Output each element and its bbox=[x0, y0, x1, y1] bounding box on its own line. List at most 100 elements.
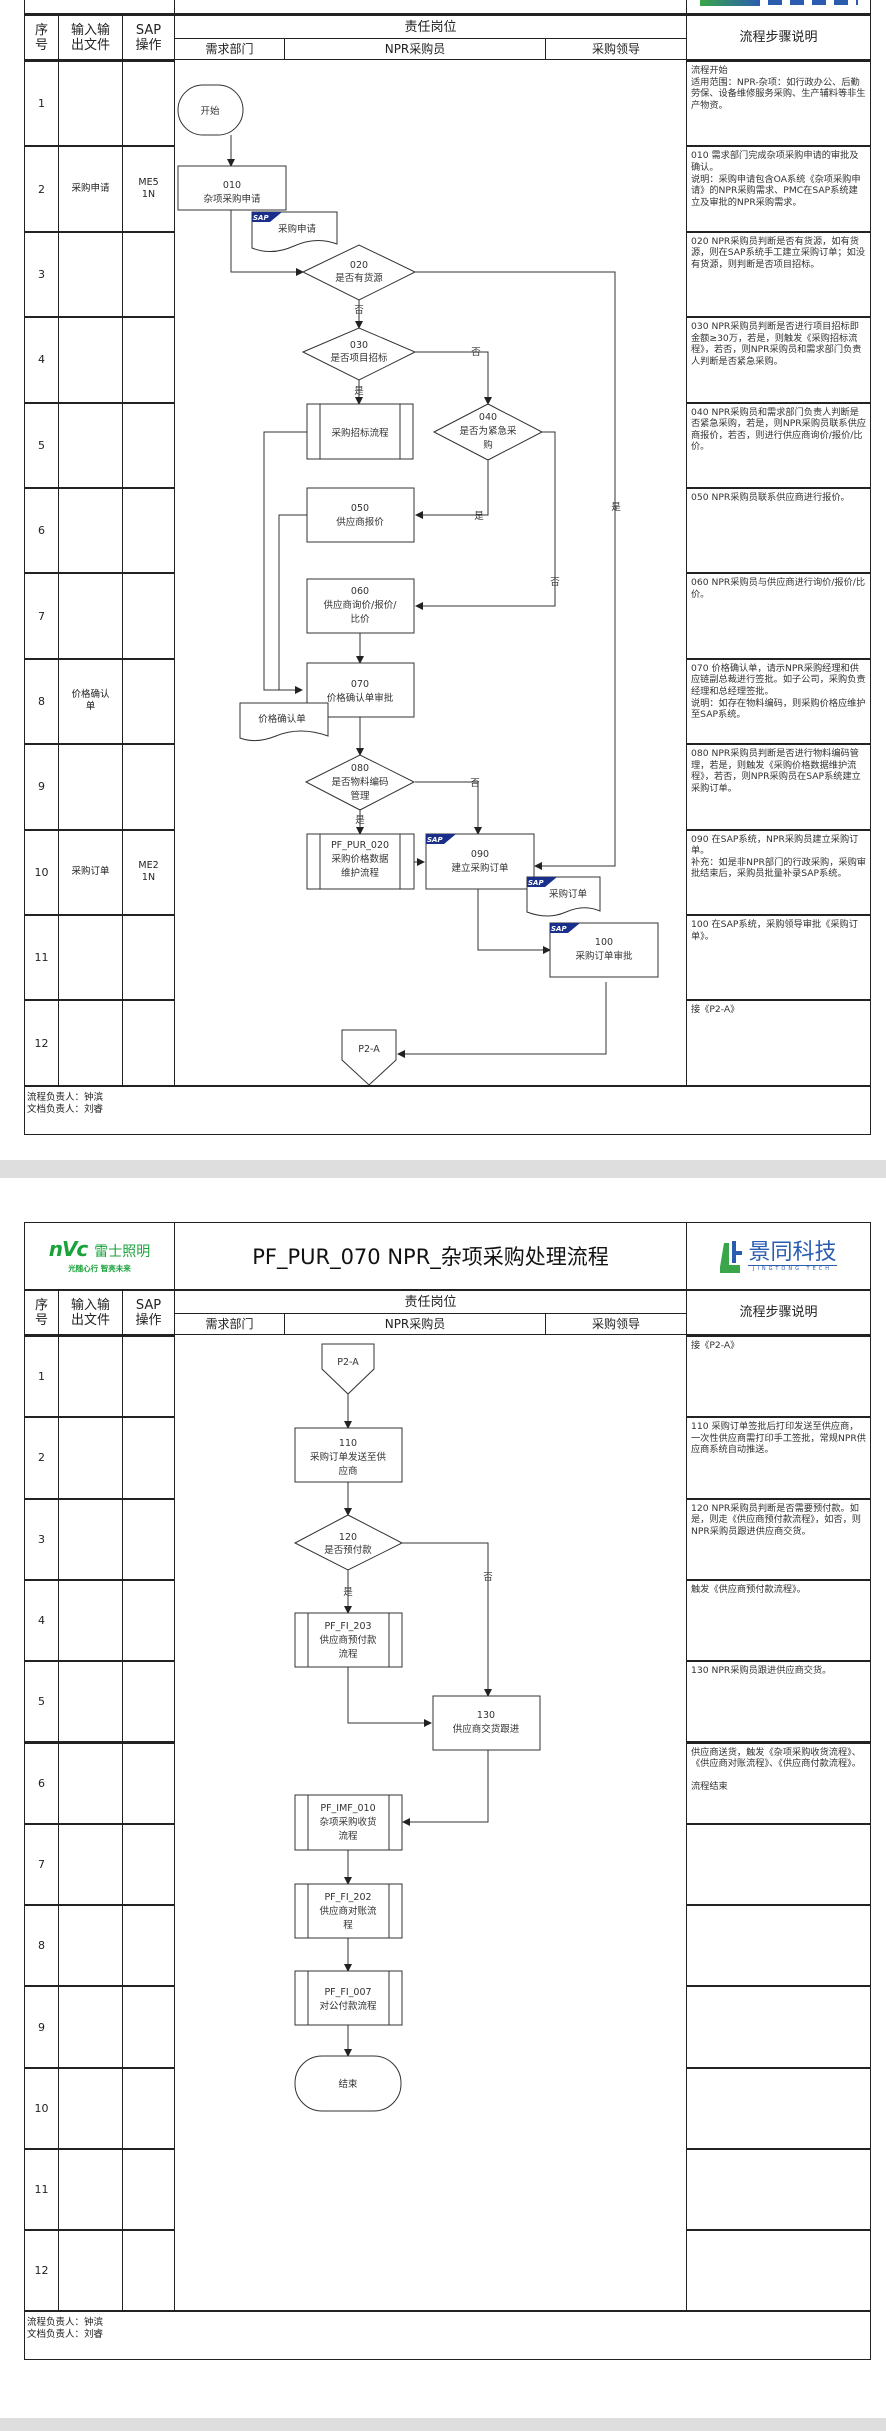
node-end bbox=[294, 2055, 402, 2112]
process-owner: 流程负责人：钟滨 bbox=[27, 1092, 104, 1103]
sap-tag-icon bbox=[252, 212, 282, 222]
svg-text:SAP: SAP bbox=[528, 879, 544, 887]
svg-text:SAP: SAP bbox=[551, 925, 567, 933]
page-separator bbox=[0, 1160, 886, 1178]
node-040 bbox=[432, 403, 544, 461]
header-sap-op: SAP 操作 bbox=[122, 1290, 175, 1335]
node-040-id: 040 bbox=[479, 412, 497, 423]
edge-030-040-no bbox=[415, 351, 492, 405]
node-030 bbox=[301, 327, 417, 381]
node-070-id: 070 bbox=[351, 679, 369, 690]
edge-label-no: 否 bbox=[483, 1572, 493, 1583]
header-io-doc: 输入输 出文件 bbox=[58, 15, 123, 60]
edge-020-090-yes bbox=[415, 271, 616, 870]
node-040-label: 是否为紧急采 bbox=[459, 425, 517, 437]
node-010-id: 010 bbox=[223, 180, 241, 191]
page2-footer: 流程负责人：钟滨 文档负责人：刘睿 bbox=[24, 2310, 871, 2360]
node-060 bbox=[306, 578, 415, 634]
node-fi007-label: 对公付款流程 bbox=[319, 2000, 377, 2012]
edge-label-yes: 是 bbox=[355, 815, 365, 826]
edge-label-yes: 是 bbox=[354, 386, 364, 397]
header-sap-op: SAP 操作 bbox=[122, 15, 175, 60]
node-010-label: 杂项采购申请 bbox=[203, 193, 261, 205]
connector-p2a-label: P2-A bbox=[337, 1357, 359, 1368]
node-050 bbox=[306, 487, 415, 543]
node-fi202-label-2: 程 bbox=[343, 1920, 353, 1931]
node-080-label: 是否物料编码 bbox=[331, 776, 388, 788]
header-seq: 序 号 bbox=[24, 1290, 59, 1335]
document-owner: 文档负责人：刘睿 bbox=[27, 1104, 104, 1115]
node-start-label: 开始 bbox=[200, 105, 220, 117]
node-080-id: 080 bbox=[351, 763, 369, 774]
edge-010-020 bbox=[230, 210, 304, 276]
node-080-label-2: 管理 bbox=[350, 790, 370, 802]
node-020-id: 020 bbox=[350, 260, 368, 271]
flowchart-page-2: P2-A 110 采购订单发送至供 应商 120 是否预付款 PF_FI_203… bbox=[293, 1343, 541, 2112]
svg-text:SAP: SAP bbox=[427, 836, 443, 844]
node-100-label: 采购订单审批 bbox=[575, 950, 633, 962]
header-step-desc: 流程步骤说明 bbox=[686, 1290, 871, 1335]
edge-bid-070 bbox=[263, 431, 307, 694]
jingtong-logo-fragment bbox=[700, 0, 760, 6]
page1-header-divider-left bbox=[174, 0, 175, 15]
edge-040-050-yes bbox=[415, 460, 489, 519]
node-start bbox=[177, 84, 244, 136]
doc-pr-label: 采购申请 bbox=[278, 223, 317, 235]
node-050-label: 供应商报价 bbox=[336, 516, 384, 528]
nvc-logo: nVc 雷士照明 bbox=[48, 1237, 151, 1261]
doc-po-label: 采购订单 bbox=[549, 888, 588, 900]
node-130-label: 供应商交货跟进 bbox=[453, 1723, 520, 1735]
jingtong-logo: 景同科技 JINGTONG TECH bbox=[720, 1239, 837, 1273]
page1-footer: 流程负责人：钟滨 文档负责人：刘睿 bbox=[24, 1085, 871, 1135]
sap-tag-icon bbox=[527, 877, 557, 887]
node-120-id: 120 bbox=[339, 1532, 357, 1543]
node-030-id: 030 bbox=[350, 340, 368, 351]
edge-label-no: 否 bbox=[354, 305, 364, 316]
edge-100-p2a bbox=[397, 982, 607, 1058]
edge-120-130-no bbox=[402, 1542, 492, 1697]
right-logo-cell: 景同科技 JINGTONG TECH bbox=[686, 1222, 871, 1291]
jingtong-mark-icon bbox=[720, 1241, 743, 1273]
node-fi202-id: PF_FI_202 bbox=[324, 1892, 371, 1903]
sap-tags: SAP SAP SAP SAP bbox=[252, 212, 580, 933]
node-sub-fi007 bbox=[294, 1970, 403, 2026]
edge-label-yes: 是 bbox=[474, 511, 484, 522]
node-fi203-label: 供应商预付款 bbox=[319, 1634, 377, 1646]
connector-p2a-label: P2-A bbox=[358, 1044, 380, 1055]
node-sub-pur020 bbox=[306, 833, 415, 890]
edge-label-no: 否 bbox=[470, 778, 480, 789]
node-110-label: 采购订单发送至供 bbox=[310, 1451, 387, 1463]
edge-label-yes: 是 bbox=[611, 502, 621, 513]
page1-header-remnant bbox=[24, 0, 871, 15]
connector-p2a bbox=[321, 1343, 375, 1395]
node-sub-fi203 bbox=[294, 1612, 403, 1668]
edge-label-no: 否 bbox=[471, 347, 481, 358]
node-pur020-label: 采购价格数据 bbox=[331, 853, 389, 865]
node-sub-bid-label: 采购招标流程 bbox=[331, 427, 389, 439]
sap-tag-icon bbox=[426, 834, 456, 844]
node-060-label-2: 比价 bbox=[350, 613, 370, 625]
page1-header-divider-right bbox=[686, 0, 687, 15]
left-logo-cell: nVc 雷士照明 光随心行 智亮未来 bbox=[24, 1222, 175, 1291]
node-fi007-id: PF_FI_007 bbox=[324, 1987, 371, 1998]
document-owner: 文档负责人：刘睿 bbox=[27, 2329, 104, 2340]
node-020-label: 是否有货源 bbox=[335, 272, 383, 284]
node-imf010-label-2: 流程 bbox=[338, 1830, 358, 1842]
node-030-label: 是否项目招标 bbox=[330, 352, 388, 364]
node-110 bbox=[294, 1427, 403, 1483]
node-fi203-id: PF_FI_203 bbox=[324, 1621, 371, 1632]
edge-label-yes: 是 bbox=[343, 1587, 353, 1598]
flowchart-page-1: SAP SAP SAP SAP 开始 010 杂项采购申请 采购申请 020 是… bbox=[177, 84, 659, 1086]
node-end-label: 结束 bbox=[338, 2078, 358, 2090]
node-130-id: 130 bbox=[477, 1710, 495, 1721]
node-pur020-label-2: 维护流程 bbox=[341, 867, 380, 879]
node-100-id: 100 bbox=[595, 937, 613, 948]
header-step-desc: 流程步骤说明 bbox=[686, 15, 871, 60]
sap-tag-icon bbox=[550, 923, 580, 933]
node-fi203-label-2: 流程 bbox=[338, 1648, 358, 1660]
svg-text:SAP: SAP bbox=[253, 214, 269, 222]
doc-price-confirmation bbox=[239, 702, 329, 742]
edge-130-imf010 bbox=[402, 1750, 489, 1826]
